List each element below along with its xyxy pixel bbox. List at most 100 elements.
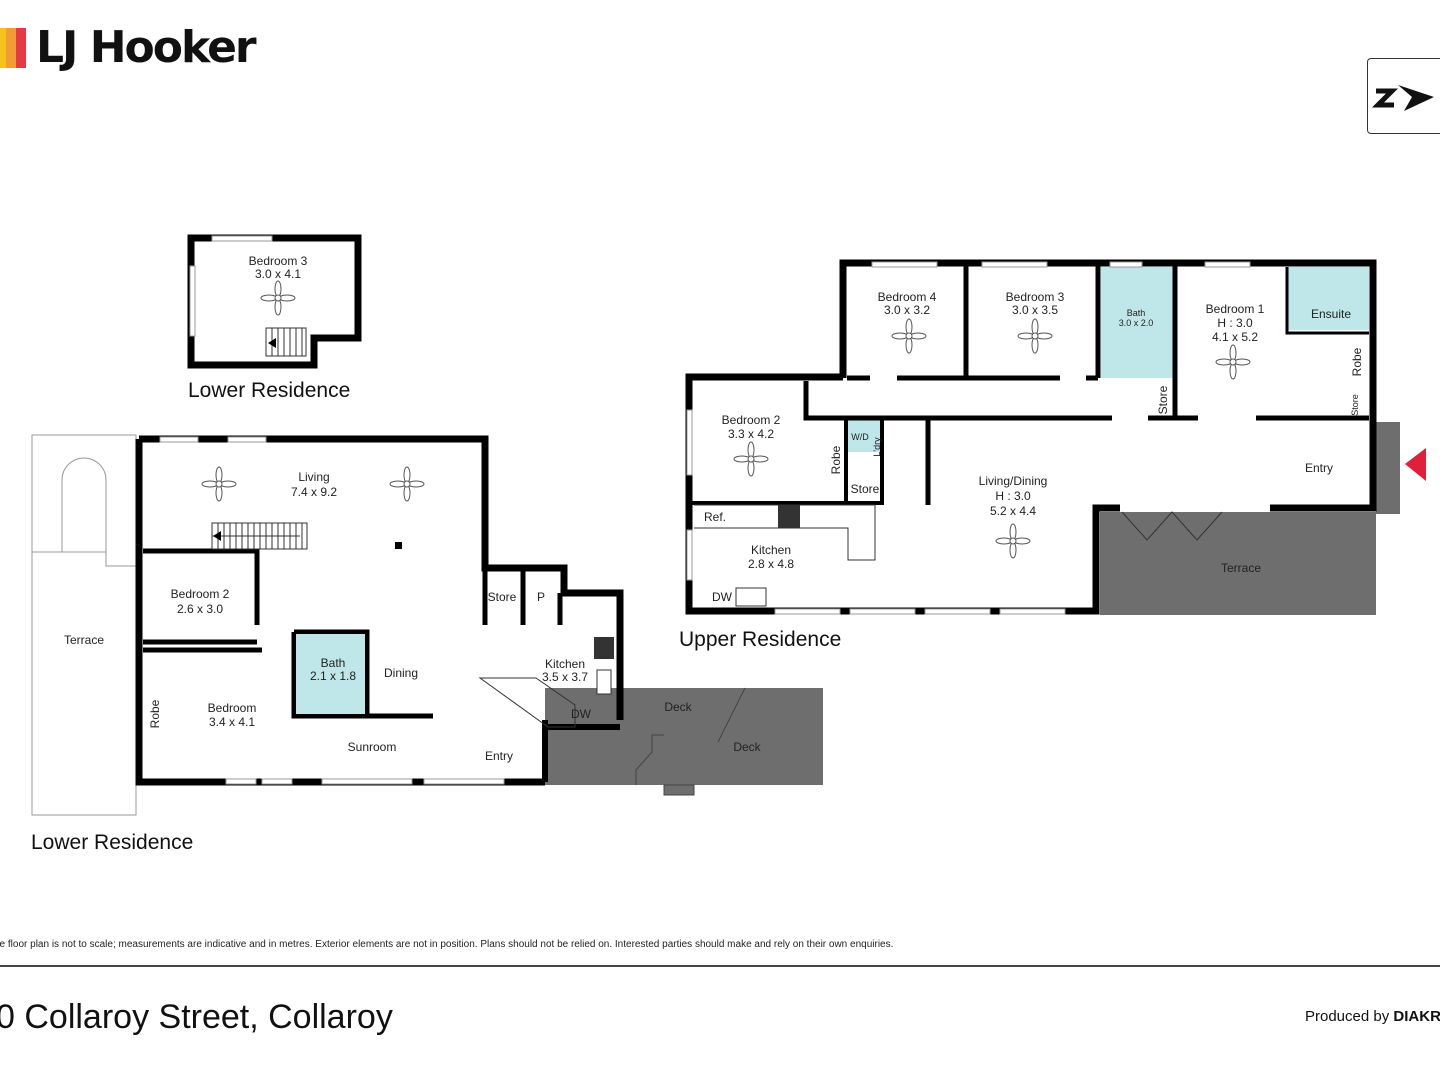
ensuite-wet-area: [1287, 267, 1369, 330]
window: [261, 778, 293, 785]
stairs: [265, 327, 307, 357]
logo-stripe-orange: [6, 28, 16, 68]
window: [211, 235, 273, 242]
appliance-label: DW: [712, 590, 733, 604]
ceiling-fan-icon: [995, 523, 1031, 559]
room-dims: 3.0 x 2.0: [1119, 318, 1154, 328]
deck-area: [545, 688, 823, 785]
room-dims: 3.4 x 4.1: [209, 715, 255, 729]
terrace-area: [1100, 512, 1376, 615]
produced-by: Produced by DIAKR: [1305, 1008, 1440, 1025]
room-name: L'dry: [872, 437, 882, 457]
window: [225, 778, 257, 785]
room-name: Entry: [485, 749, 513, 763]
room-name: Bath: [1127, 308, 1146, 318]
entry-marker-icon: [1405, 448, 1426, 481]
section-title: Lower Residence: [31, 831, 193, 854]
room-name: Terrace: [1221, 561, 1261, 575]
room-name: Robe: [148, 699, 162, 728]
stairs: [211, 522, 308, 550]
room-dims: 3.0 x 4.1: [255, 267, 301, 281]
window: [1109, 261, 1143, 268]
room-name: Dining: [384, 666, 418, 680]
room-name: Deck: [733, 740, 761, 754]
room-dims: 3.0 x 3.5: [1012, 303, 1058, 317]
window: [686, 409, 693, 476]
sink-icon: [596, 669, 612, 695]
room-name: P: [537, 590, 545, 604]
room-dims: 3.5 x 3.7: [542, 670, 588, 684]
producer-brand: DIAKR: [1393, 1008, 1440, 1025]
window: [999, 608, 1066, 615]
logo-text: LJ Hooker: [36, 22, 257, 73]
window: [871, 261, 938, 268]
bath-wet-area: [1101, 267, 1173, 378]
window: [686, 529, 693, 581]
room-name: Bedroom 3: [1006, 290, 1065, 304]
room-name: Store: [488, 590, 517, 604]
room-name: Kitchen: [751, 543, 791, 557]
cooktop-icon: [594, 637, 614, 659]
room-name: Living: [298, 470, 329, 484]
north-arrow-icon: [1367, 58, 1440, 134]
post: [395, 542, 402, 549]
window: [321, 778, 413, 785]
room-name: Sunroom: [348, 740, 397, 754]
lower-residence-plan: Terrace Living 7.4 x 9.2 Bedroom 2 2.6 x…: [31, 434, 823, 854]
window: [159, 436, 199, 443]
window: [227, 436, 267, 443]
ceiling-fan-icon: [389, 466, 425, 502]
property-address: 0 Collaroy Street, Collaroy: [0, 998, 393, 1036]
entry-landing: [1376, 422, 1400, 514]
window: [1204, 261, 1251, 268]
room-height: H : 3.0: [995, 489, 1031, 503]
window: [924, 608, 991, 615]
room-dims: 2.1 x 1.8: [310, 669, 356, 683]
upper-residence-plan: Bedroom 4 3.0 x 3.2 Bedroom 3 3.0 x 3.5 …: [679, 259, 1426, 651]
room-name: Bedroom: [208, 701, 257, 715]
appliance-label: W/D: [851, 432, 869, 442]
room-dims: 2.8 x 4.8: [748, 557, 794, 571]
window: [981, 261, 1048, 268]
section-title: Upper Residence: [679, 628, 841, 651]
room-name: Store: [851, 482, 880, 496]
room-name: Entry: [1305, 461, 1333, 475]
room-name: Bedroom 3: [249, 254, 308, 268]
ceiling-fan-icon: [1017, 318, 1053, 354]
room-dims: 4.1 x 5.2: [1212, 330, 1258, 344]
room-dims: 3.3 x 4.2: [728, 427, 774, 441]
ceiling-fan-icon: [201, 466, 237, 502]
section-title: Lower Residence: [188, 379, 350, 402]
room-name: Store: [1156, 385, 1170, 414]
window: [189, 265, 196, 337]
room-dims: 2.6 x 3.0: [177, 602, 223, 616]
terrace-area: [31, 434, 137, 816]
room-name: Kitchen: [545, 657, 585, 671]
room-name: Bedroom 2: [722, 413, 781, 427]
room-name: Store: [1350, 394, 1360, 416]
room-name: Bedroom 2: [171, 587, 230, 601]
logo-stripe-yellow: [0, 28, 6, 68]
room-dims: 3.0 x 3.2: [884, 303, 930, 317]
room-name: Bedroom 4: [878, 290, 937, 304]
laundry-wet-area: [847, 420, 882, 452]
room-name: Terrace: [64, 633, 104, 647]
cooktop-icon: [778, 505, 800, 528]
room-dims: 7.4 x 9.2: [291, 485, 337, 499]
disclaimer: he floor plan is not to scale; measureme…: [0, 939, 894, 950]
room-name: Bedroom 1: [1206, 302, 1265, 316]
divider: [0, 965, 1440, 967]
logo-stripe-red: [16, 28, 26, 68]
lj-hooker-logo: LJ Hooker: [0, 22, 257, 73]
room-name: Ensuite: [1311, 307, 1351, 321]
appliance-label: DW: [571, 707, 592, 721]
ceiling-fan-icon: [733, 441, 769, 477]
room-name: Deck: [664, 700, 692, 714]
ceiling-fan-icon: [891, 318, 927, 354]
lower-unit-bedroom3-plan: Bedroom 3 3.0 x 4.1 Lower Residence: [187, 234, 362, 402]
room-height: H : 3.0: [1217, 316, 1253, 330]
room-name: Bath: [321, 656, 346, 670]
room-name: Robe: [1350, 347, 1364, 376]
produced-prefix: Produced by: [1305, 1008, 1390, 1025]
